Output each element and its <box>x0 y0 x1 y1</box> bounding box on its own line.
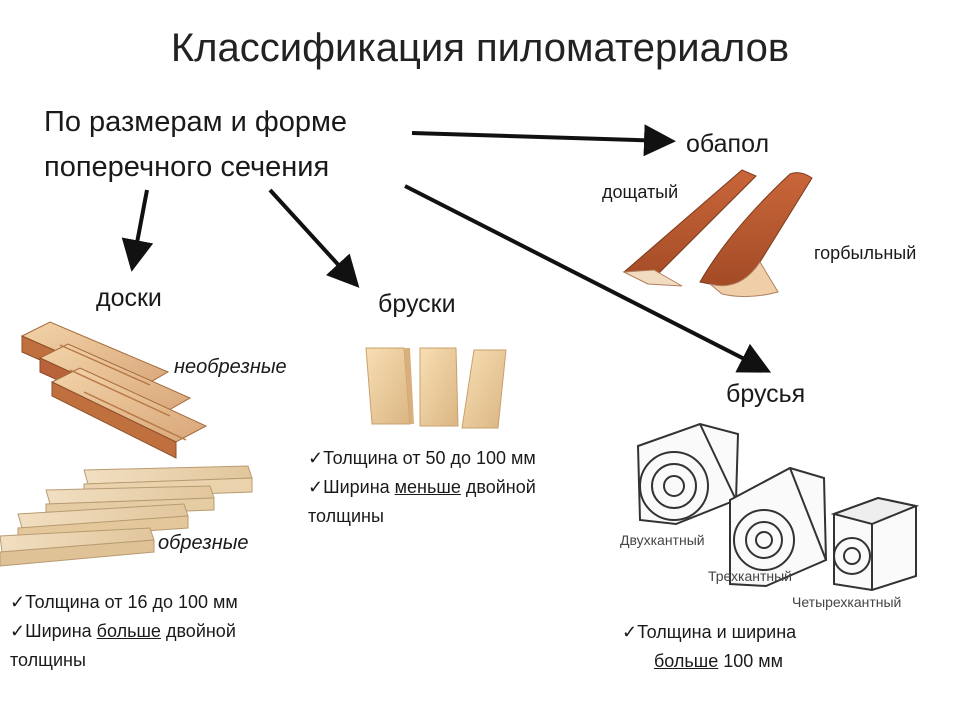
check-icon: ✓ <box>10 592 26 612</box>
bars-label: бруски <box>378 290 456 318</box>
edged-boards-image <box>0 465 253 567</box>
arrow-to-bars <box>268 188 360 288</box>
beams-label: брусья <box>726 380 806 408</box>
arrow-to-slab <box>411 124 676 157</box>
bars-properties: ✓Толщина от 50 до 100 мм ✓Ширина меньше … <box>308 444 536 531</box>
slab-image <box>622 169 813 298</box>
beam-type-two-edged: Двухкантный <box>620 532 705 548</box>
page-title: Классификация пиломатериалов <box>170 26 790 70</box>
slab-type-croaker: горбыльный <box>814 243 917 263</box>
boards-prop-thickness: ✓Толщина от 16 до 100 мм <box>10 592 238 612</box>
check-icon: ✓ <box>308 448 324 468</box>
slab-type-plank: дощатый <box>602 182 679 202</box>
boards-type-edged: обрезные <box>158 532 249 554</box>
bars-prop-width: ✓Ширина меньше двойной <box>308 477 536 497</box>
slab-label: обапол <box>686 130 770 158</box>
unedged-boards-image <box>20 321 208 459</box>
bars-prop-thickness: ✓Толщина от 50 до 100 мм <box>308 448 536 468</box>
beams-prop-size: ✓Толщина и ширина <box>622 622 797 642</box>
check-icon: ✓ <box>308 477 324 497</box>
boards-type-unedged: необрезные <box>174 356 287 378</box>
boards-prop-width: ✓Ширина больше двойной <box>10 621 236 641</box>
boards-prop-width-cont: толщины <box>10 650 86 670</box>
beams-image <box>636 422 920 592</box>
criterion-line-2: поперечного сечения <box>44 151 330 183</box>
check-icon: ✓ <box>10 621 26 641</box>
beam-type-four-edged: Четырехкантный <box>792 594 902 610</box>
boards-properties: ✓Толщина от 16 до 100 мм ✓Ширина больше … <box>10 588 238 675</box>
boards-label: доски <box>96 284 162 312</box>
classification-criterion: По размерам и форме поперечного сечения <box>44 100 347 190</box>
criterion-line-1: По размерам и форме <box>44 106 348 138</box>
bars-image <box>365 347 507 429</box>
check-icon: ✓ <box>622 622 638 642</box>
beam-type-three-edged: Трехкантный <box>708 568 793 584</box>
arrow-to-beams <box>404 184 772 373</box>
arrow-to-boards <box>121 189 154 272</box>
beams-properties: ✓Толщина и ширина больше 100 мм <box>622 618 796 676</box>
bars-prop-width-cont: толщины <box>308 506 384 526</box>
beams-prop-size-cont: больше 100 мм <box>654 651 784 671</box>
